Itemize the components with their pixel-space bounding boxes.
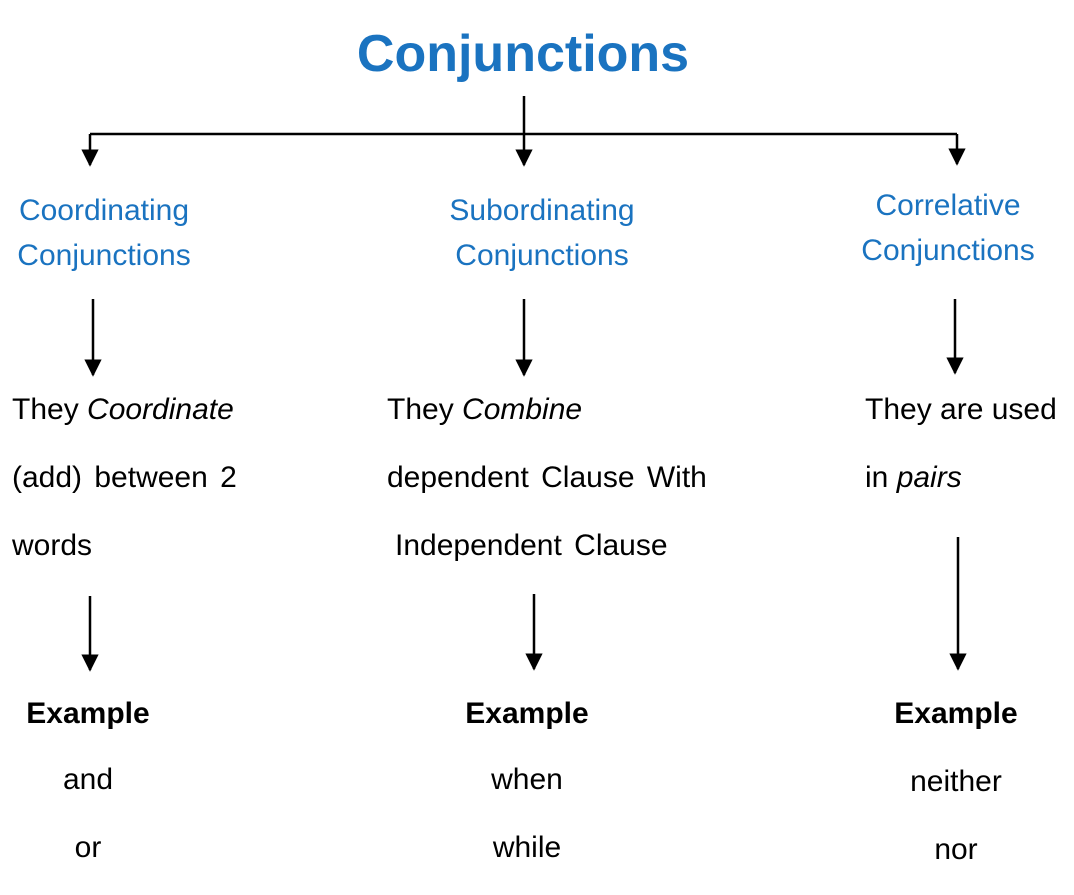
example-heading-correlative: Example xyxy=(894,697,1018,730)
description-coordinating: They Coordinate (add) between 2 words xyxy=(12,376,237,580)
example-word: or xyxy=(74,831,102,864)
example-word: neither xyxy=(910,765,1002,798)
example-word: when xyxy=(491,763,563,796)
example-heading-coordinating: Example xyxy=(26,697,150,730)
description-line: (add) between 2 xyxy=(12,461,237,494)
description-line: They Coordinate xyxy=(12,393,234,426)
example-heading-subordinating: Example xyxy=(465,697,589,730)
category-line: Subordinating xyxy=(449,194,635,227)
description-line: dependent Clause With xyxy=(387,461,707,494)
category-coordinating: Coordinating Conjunctions xyxy=(4,188,204,278)
category-line: Correlative xyxy=(875,189,1021,222)
description-line: words xyxy=(12,529,93,562)
example-word: while xyxy=(492,831,562,864)
category-subordinating: Subordinating Conjunctions xyxy=(432,188,652,278)
description-line: in pairs xyxy=(865,461,962,494)
description-subordinating: They Combine dependent Clause With Indep… xyxy=(387,376,707,580)
category-line: Conjunctions xyxy=(861,234,1035,267)
example-word: and xyxy=(62,763,114,796)
description-line: They Combine xyxy=(387,393,583,426)
description-line: They are used xyxy=(865,393,1057,426)
category-line: Coordinating xyxy=(18,194,190,227)
category-correlative: Correlative Conjunctions xyxy=(846,183,1050,273)
example-word: nor xyxy=(934,833,978,866)
category-line: Conjunctions xyxy=(17,239,191,272)
description-line: Independent Clause xyxy=(395,529,668,562)
description-correlative: They are used in pairs xyxy=(865,376,1057,512)
category-line: Conjunctions xyxy=(455,239,629,272)
diagram-title: Conjunctions xyxy=(356,25,690,83)
